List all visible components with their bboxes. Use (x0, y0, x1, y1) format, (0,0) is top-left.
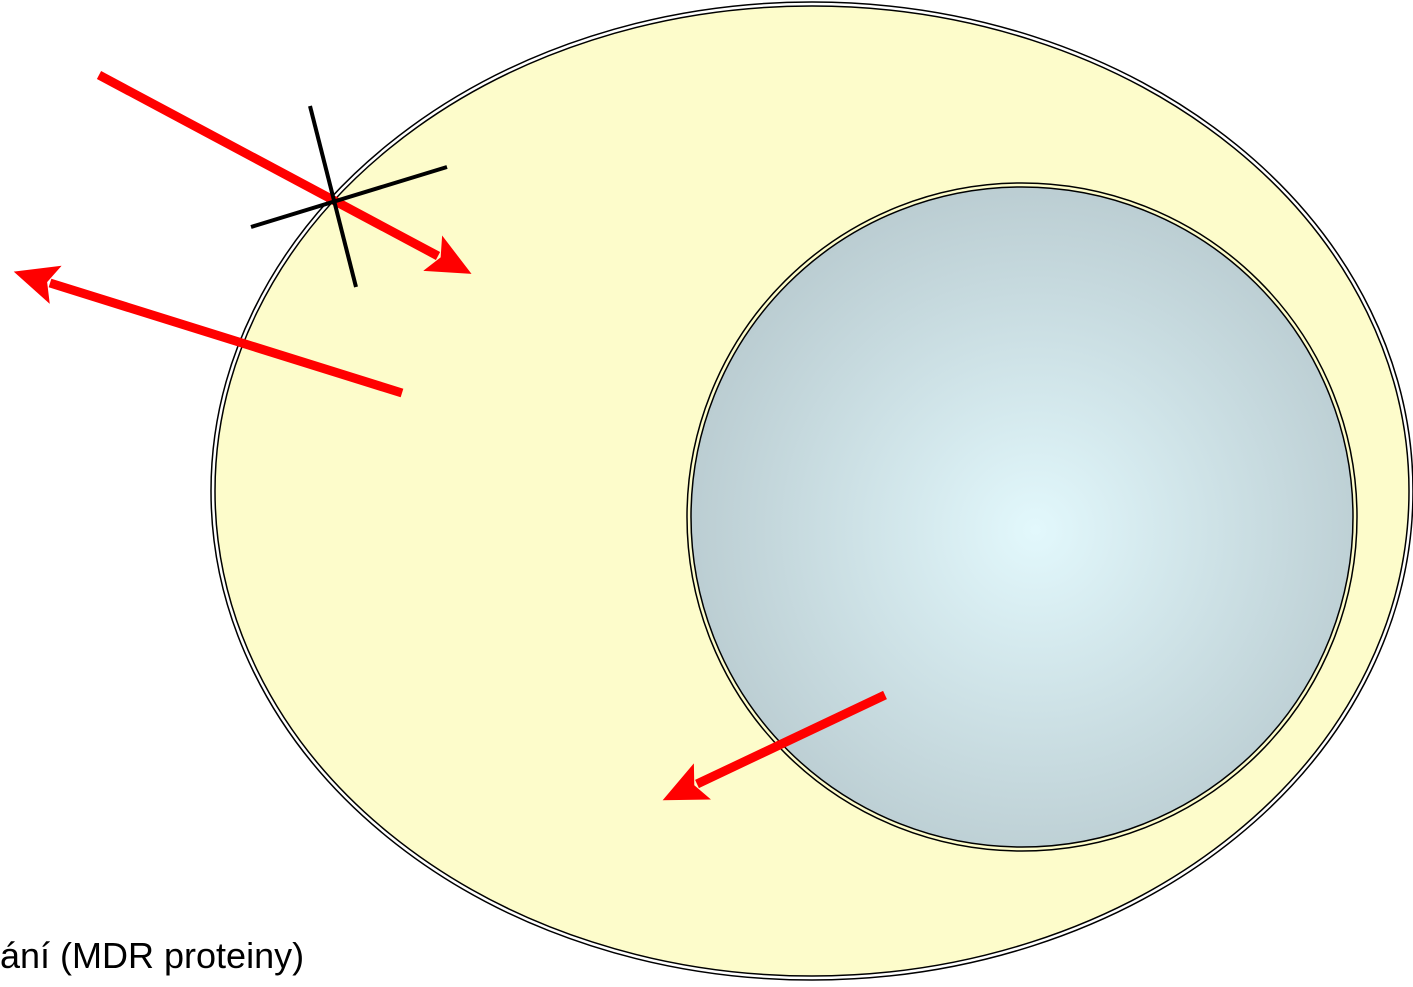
caption-text: ání (MDR proteiny) (0, 934, 304, 978)
nucleus-membrane (691, 187, 1353, 847)
nucleus (687, 183, 1357, 851)
